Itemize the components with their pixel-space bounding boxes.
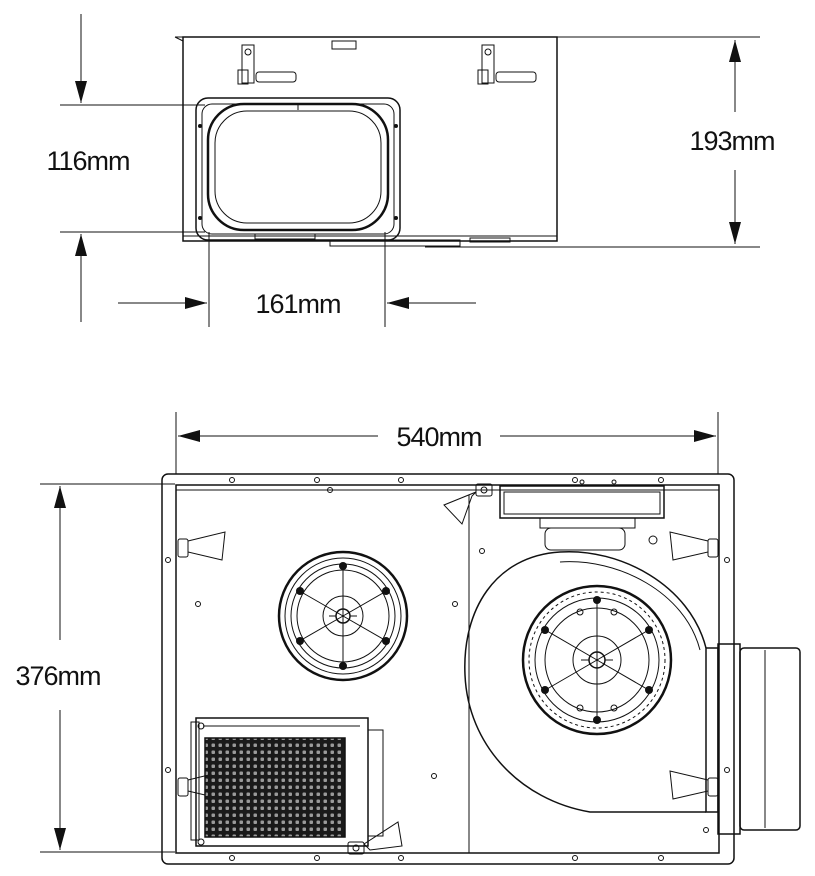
dim-line-376 — [54, 486, 66, 850]
inner-housing — [175, 484, 720, 854]
frame-screws — [165, 477, 730, 861]
dim-label-total-height: 193mm — [689, 126, 774, 156]
mounting-clip-right-upper — [669, 531, 719, 561]
dim-line-161 — [118, 297, 476, 309]
mounting-clip-top — [443, 483, 493, 525]
grille-mesh — [204, 737, 346, 838]
mounting-clip-left-upper — [177, 531, 226, 561]
outlet-spigot-flange — [717, 643, 741, 835]
dim-line-540 — [178, 430, 716, 442]
dim-line-193 — [729, 40, 741, 244]
motor-control-box — [499, 479, 665, 551]
mounting-bracket-right — [477, 44, 537, 85]
label-strip — [254, 233, 316, 240]
plan-view: 540mm 376mm — [15, 412, 801, 865]
mounting-clip-right-lower — [669, 770, 719, 800]
blower-housing — [464, 550, 801, 835]
bottom-rail — [329, 239, 461, 247]
dim-label-width: 540mm — [396, 422, 481, 452]
side-housing — [182, 36, 558, 242]
outer-frame — [161, 473, 735, 865]
mounting-bracket-left — [237, 44, 297, 85]
dim-line-116 — [75, 14, 87, 322]
outlet-flange — [195, 97, 401, 241]
dim-label-outlet-height: 116mm — [46, 146, 129, 176]
dim-label-depth: 376mm — [15, 661, 100, 691]
outlet-spigot — [739, 647, 801, 831]
blower-fan — [521, 584, 673, 736]
control-box — [499, 485, 665, 519]
heater-grille — [190, 717, 384, 847]
top-tab — [331, 40, 357, 50]
mounting-clip-bottom — [347, 821, 403, 855]
side-view: 193mm 116mm 161mm — [46, 14, 776, 327]
dim-label-outlet-width: 161mm — [255, 289, 340, 319]
intake-fan — [277, 550, 409, 682]
